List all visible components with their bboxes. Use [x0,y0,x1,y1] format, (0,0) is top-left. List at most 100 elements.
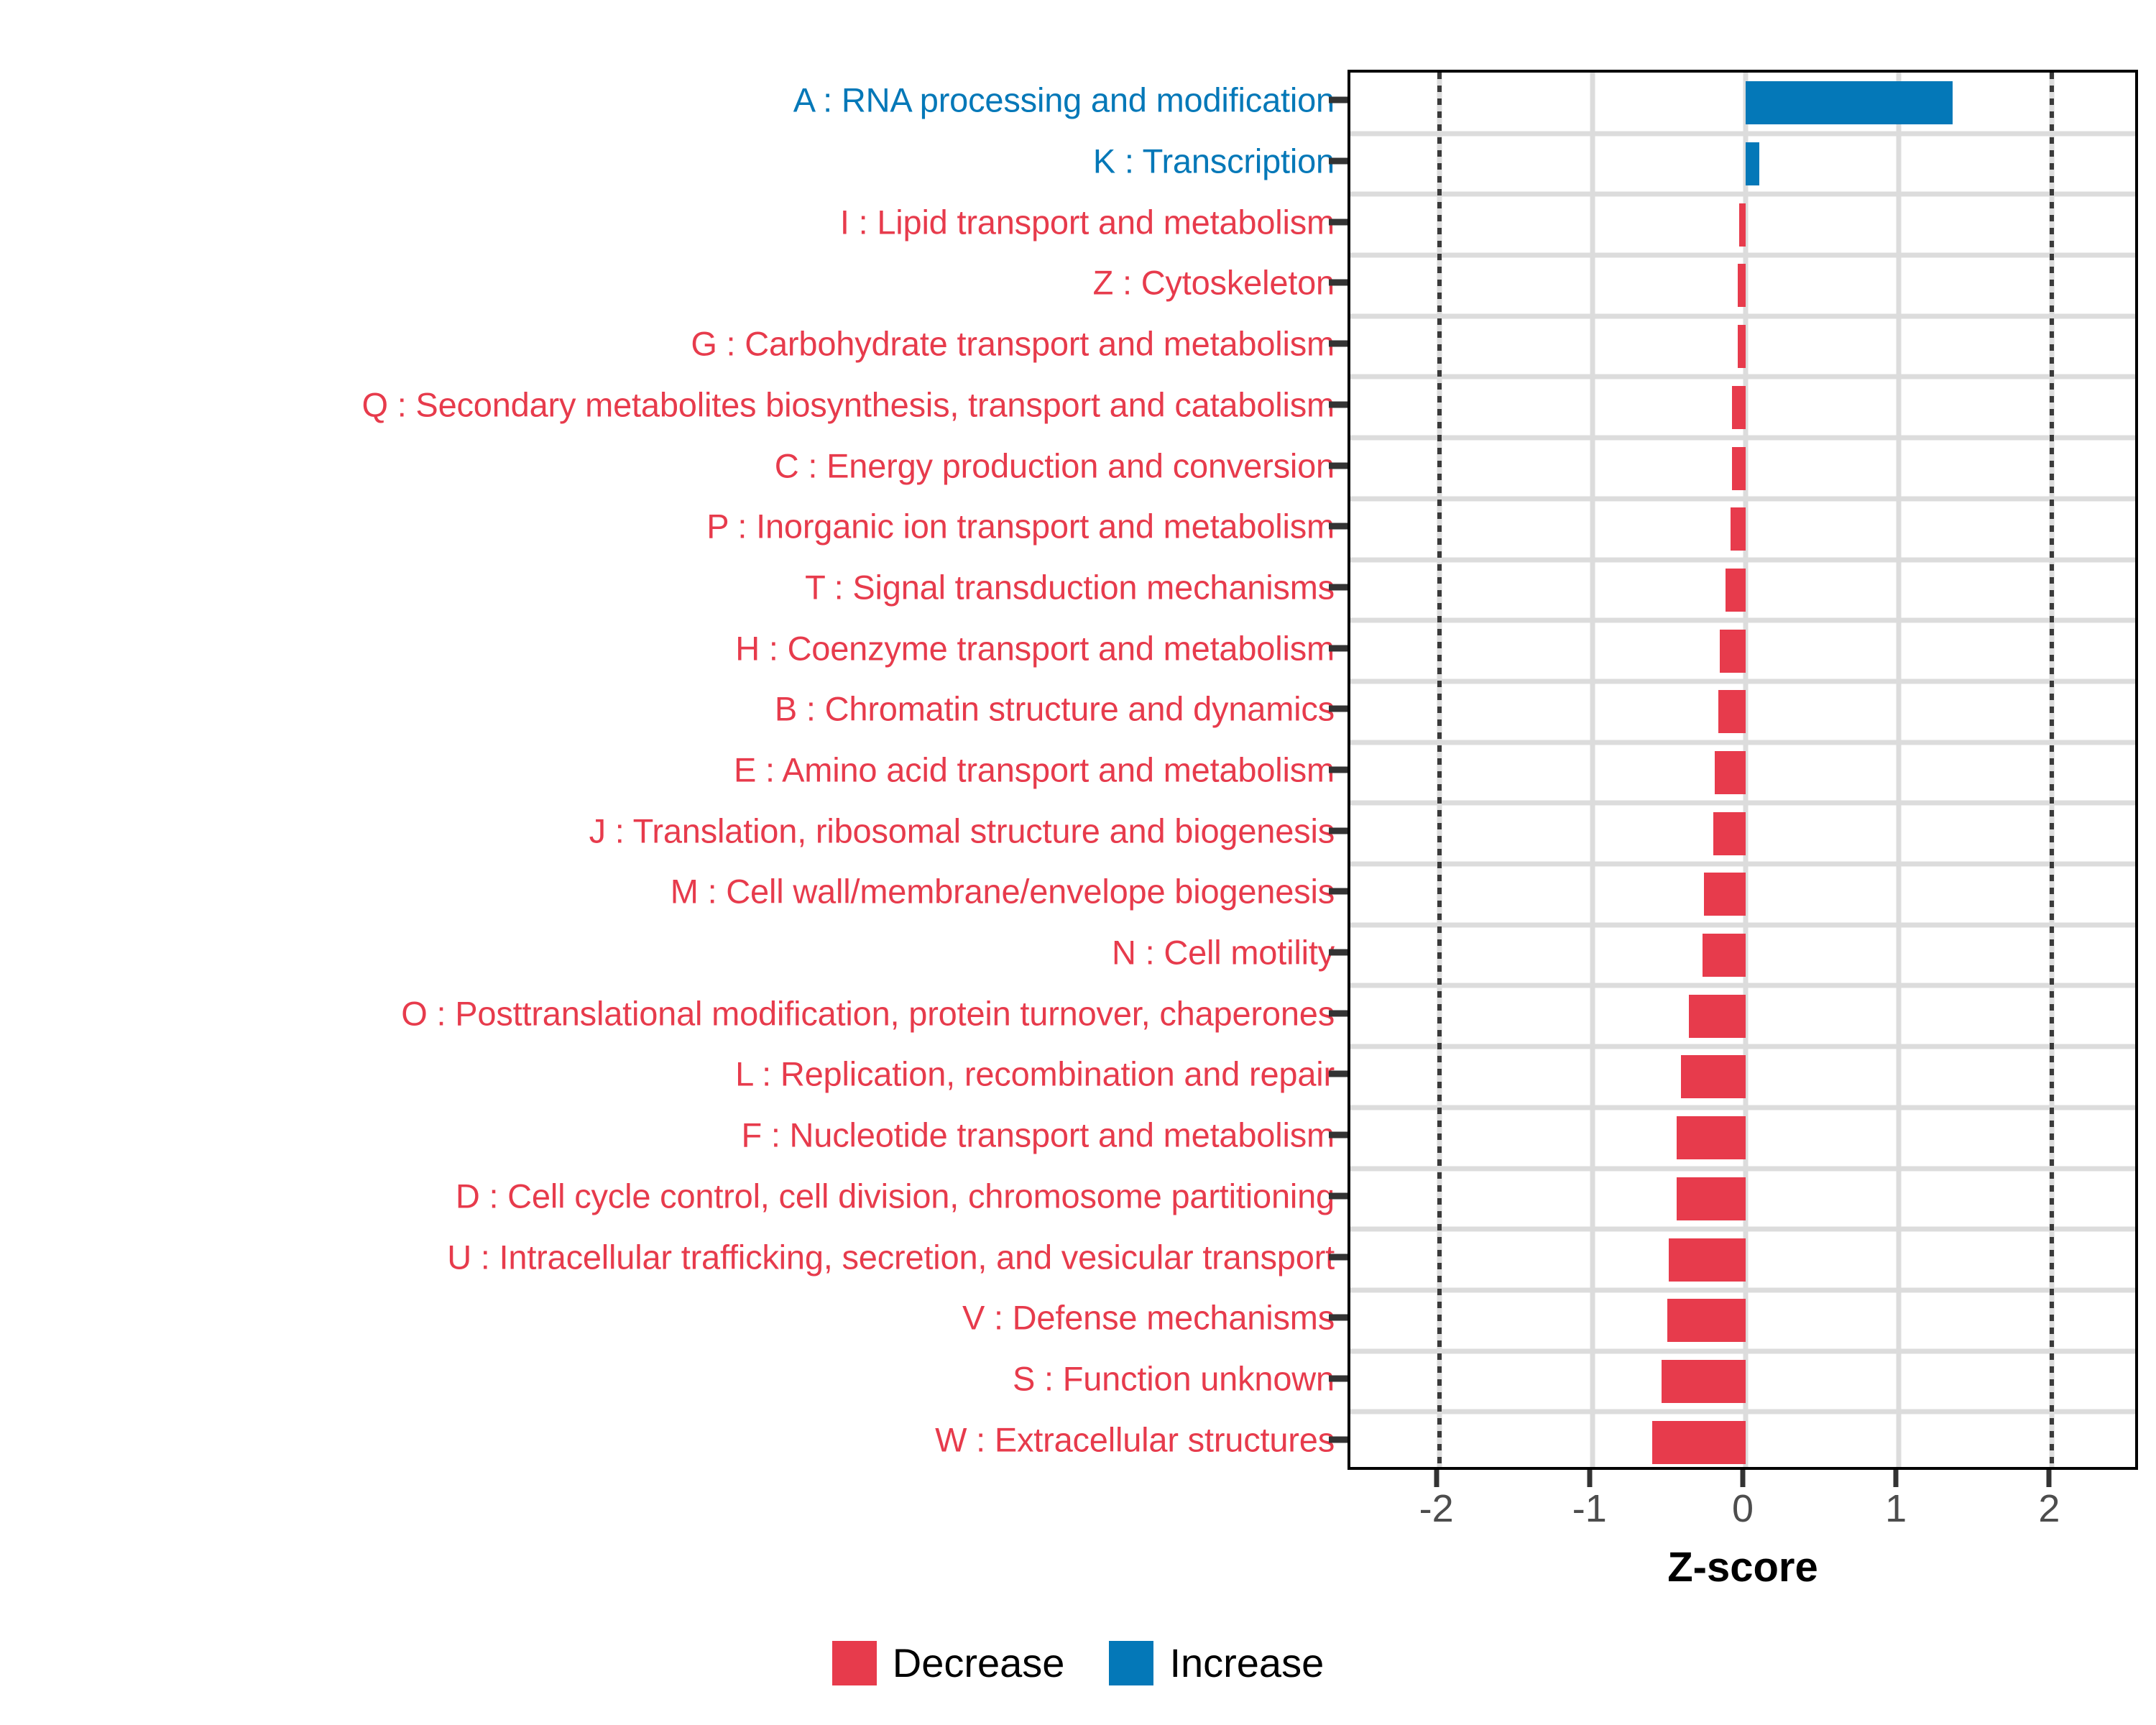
bar[interactable] [1681,1055,1746,1099]
x-axis-tick-label: 0 [1731,1487,1754,1530]
x-axis-tick-label: 1 [1885,1487,1907,1530]
x-axis-title: Z-score [1667,1544,1818,1591]
bar[interactable] [1677,1177,1746,1220]
horizontal-gridline [1350,740,2135,745]
legend-item-decrease[interactable]: Decrease [831,1640,1065,1685]
y-axis-label: E : Amino acid transport and metabolism [734,750,1335,789]
bar[interactable] [1715,751,1746,794]
x-axis-tick [1587,1470,1593,1487]
bar[interactable] [1738,264,1746,308]
horizontal-gridline [1350,1226,2135,1232]
horizontal-gridline [1350,435,2135,441]
reference-line [2050,73,2055,1467]
horizontal-gridline [1350,1409,2135,1414]
y-axis-tick [1329,888,1348,895]
y-axis-tick [1329,705,1348,712]
y-axis-tick [1329,96,1348,104]
y-axis-label: O : Posttranslational modification, prot… [401,994,1335,1033]
legend-label-decrease: Decrease [892,1640,1065,1685]
horizontal-gridline [1350,617,2135,623]
vertical-gridline [1590,73,1595,1467]
bar[interactable] [1703,934,1746,978]
bar[interactable] [1651,1420,1746,1464]
bar[interactable] [1726,568,1746,612]
bar[interactable] [1746,81,1953,125]
y-axis-label: Z : Cytoskeleton [1092,263,1335,302]
horizontal-gridline [1350,1348,2135,1354]
horizontal-gridline [1350,678,2135,684]
bar[interactable] [1689,994,1746,1038]
y-axis-label: A : RNA processing and modification [793,80,1335,119]
y-axis-label: M : Cell wall/membrane/envelope biogenes… [670,872,1335,911]
bar[interactable] [1719,629,1746,673]
horizontal-gridline [1350,800,2135,806]
y-axis-label: U : Intracellular trafficking, secretion… [447,1238,1335,1276]
y-axis-tick [1329,401,1348,408]
y-axis-tick [1329,949,1348,956]
horizontal-gridline [1350,313,2135,319]
y-axis-label: Q : Secondary metabolites biosynthesis, … [361,385,1335,424]
y-axis-tick [1329,462,1348,469]
horizontal-gridline [1350,191,2135,197]
legend-swatch-decrease [831,1641,877,1685]
bar[interactable] [1731,385,1746,429]
y-axis-tick [1329,218,1348,226]
y-axis-label: G : Carbohydrate transport and metabolis… [691,324,1335,363]
y-axis-tick [1329,1192,1348,1200]
y-axis-tick [1329,645,1348,652]
horizontal-gridline [1350,252,2135,258]
bar[interactable] [1677,1116,1746,1160]
horizontal-gridline [1350,1287,2135,1293]
y-axis-label: C : Energy production and conversion [774,446,1335,485]
horizontal-gridline [1350,922,2135,928]
bar[interactable] [1669,1238,1746,1282]
y-axis-tick [1329,1314,1348,1321]
bar[interactable] [1730,507,1746,551]
y-axis-label: D : Cell cycle control, cell division, c… [455,1177,1335,1215]
y-axis-tick [1329,1436,1348,1443]
y-axis-label: H : Coenzyme transport and metabolism [735,629,1335,668]
horizontal-gridline [1350,861,2135,867]
y-axis-tick [1329,340,1348,347]
y-axis-label: P : Inorganic ion transport and metaboli… [706,507,1335,546]
y-axis-label: J : Translation, ribosomal structure and… [589,811,1335,850]
y-axis-label: N : Cell motility [1112,933,1335,972]
y-axis-tick [1329,584,1348,591]
vertical-gridline [1896,73,1902,1467]
bar[interactable] [1661,1359,1746,1403]
bar[interactable] [1746,142,1760,186]
y-axis-tick [1329,279,1348,286]
bar[interactable] [1739,203,1746,247]
horizontal-gridline [1350,1166,2135,1172]
y-axis-label: V : Defense mechanisms [962,1298,1335,1337]
bar[interactable] [1731,446,1746,490]
legend-swatch-increase [1109,1641,1154,1685]
y-axis-label: S : Function unknown [1013,1359,1335,1398]
y-axis-tick [1329,827,1348,834]
y-axis-tick [1329,157,1348,165]
chart-legend: Decrease Increase [0,1641,2156,1685]
y-axis-label: T : Signal transduction mechanisms [805,568,1335,607]
plot-area [1350,73,2135,1467]
y-axis-category-labels: A : RNA processing and modification K : T… [0,70,1348,1470]
bar[interactable] [1738,325,1746,369]
y-axis-tick [1329,1254,1348,1261]
bar[interactable] [1713,811,1746,855]
x-axis-tick [1434,1470,1439,1487]
horizontal-gridline [1350,983,2135,988]
plot-panel [1348,70,2138,1470]
y-axis-label: W : Extracellular structures [935,1420,1335,1459]
legend-item-increase[interactable]: Increase [1109,1641,1324,1685]
x-axis-tick [1740,1470,1746,1487]
bar[interactable] [1718,690,1746,734]
y-axis-tick [1329,1010,1348,1017]
bar[interactable] [1667,1299,1746,1343]
y-axis-label: L : Replication, recombination and repai… [735,1054,1335,1093]
y-axis-label: I : Lipid transport and metabolism [839,203,1335,242]
y-axis-label: K : Transcription [1092,142,1335,180]
y-axis-label: B : Chromatin structure and dynamics [774,689,1335,728]
bar[interactable] [1704,873,1746,916]
x-axis-tick-label: 2 [2038,1487,2060,1530]
y-axis-tick [1329,1070,1348,1077]
